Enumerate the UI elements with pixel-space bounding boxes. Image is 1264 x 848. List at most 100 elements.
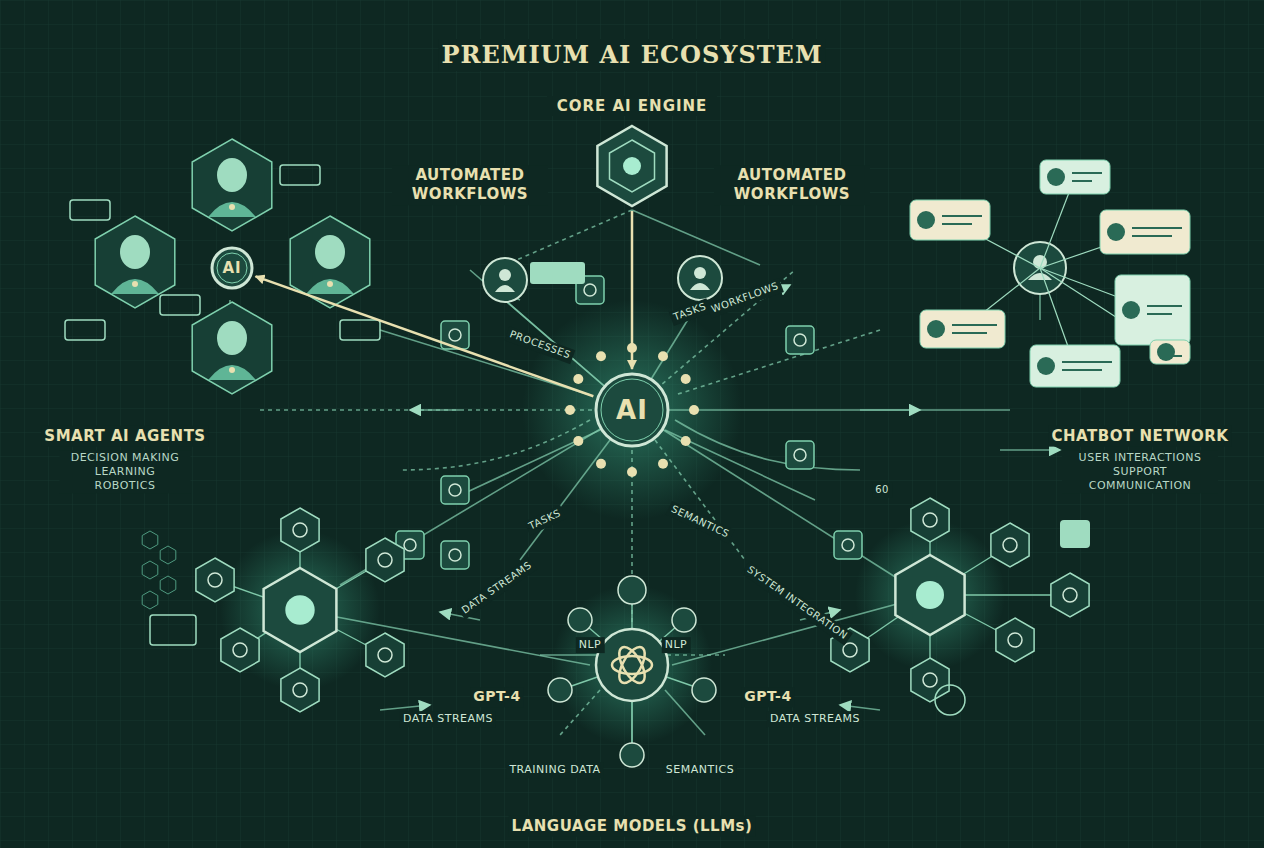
text-line bbox=[942, 223, 972, 225]
text-line bbox=[952, 332, 987, 334]
flow-arrow bbox=[410, 409, 460, 411]
icon-glyph bbox=[794, 334, 806, 346]
hex-texture bbox=[160, 546, 176, 564]
avatar bbox=[927, 320, 945, 338]
flow-label: TASKS bbox=[669, 298, 711, 325]
hex-node bbox=[221, 628, 259, 672]
section-heading: LANGUAGE MODELS (LLMs) bbox=[509, 816, 756, 837]
text-line bbox=[1062, 361, 1112, 363]
node-dot bbox=[596, 459, 606, 469]
hex-core bbox=[916, 581, 944, 609]
hexagon-outline bbox=[587, 124, 677, 208]
flow-lines bbox=[230, 210, 1060, 745]
section-heading: CHATBOT NETWORK bbox=[1049, 426, 1232, 447]
text-line bbox=[1147, 313, 1172, 315]
circle-outline bbox=[601, 379, 663, 441]
flow-line bbox=[260, 409, 632, 411]
hex-icon bbox=[843, 643, 857, 657]
hex-icon bbox=[293, 683, 307, 697]
robot-head bbox=[217, 158, 247, 192]
hexagon-outline bbox=[597, 126, 666, 206]
robot-light bbox=[229, 204, 235, 210]
icon-glyph bbox=[449, 329, 461, 341]
hex-texture bbox=[160, 576, 176, 594]
hex-hub bbox=[264, 568, 337, 652]
flow-arrow bbox=[840, 705, 880, 710]
hex-texture bbox=[142, 531, 158, 549]
llm-node bbox=[548, 678, 572, 702]
ai-hub-circle: AI bbox=[210, 246, 254, 290]
diagram-title: PREMIUM AI ECOSYSTEM bbox=[439, 39, 826, 71]
avatar bbox=[1107, 223, 1125, 241]
llm-logo bbox=[614, 643, 650, 687]
node-dot bbox=[658, 351, 668, 361]
text-line bbox=[1132, 227, 1182, 229]
agent-frame bbox=[192, 302, 272, 394]
flow-line bbox=[655, 440, 745, 560]
flow-label: DATA STREAMS bbox=[457, 557, 538, 620]
robot-body bbox=[208, 365, 256, 380]
node-dot bbox=[627, 467, 637, 477]
hex-node bbox=[911, 658, 949, 702]
flow-label: NLP bbox=[662, 637, 691, 653]
user-body bbox=[495, 285, 515, 292]
hex-node bbox=[996, 618, 1034, 662]
hex-texture bbox=[142, 591, 158, 609]
section-heading: GPT-4 bbox=[741, 687, 794, 707]
hex-glow bbox=[220, 530, 380, 690]
chat-bubble bbox=[910, 200, 990, 240]
icon-tile bbox=[834, 531, 862, 559]
text-line bbox=[1072, 180, 1092, 182]
llm-hub bbox=[596, 629, 668, 701]
node-text: CORE AI ENGINE bbox=[547, 96, 718, 116]
screen-icon bbox=[340, 320, 380, 340]
hex-texture bbox=[142, 561, 158, 579]
hex-icon bbox=[1063, 588, 1077, 602]
hex-icon bbox=[378, 648, 392, 662]
agent-frame bbox=[95, 216, 175, 308]
flow-line bbox=[380, 330, 590, 395]
flow-line bbox=[675, 420, 860, 470]
user-head bbox=[694, 267, 706, 279]
section-heading: AUTOMATED WORKFLOWS bbox=[714, 165, 870, 205]
hex-icon bbox=[208, 573, 222, 587]
ai-hub-circle: AI bbox=[594, 372, 670, 448]
flow-line bbox=[450, 430, 600, 500]
node-dot bbox=[689, 405, 699, 415]
llm-logo bbox=[614, 643, 650, 687]
connector-arrow bbox=[631, 211, 634, 369]
hex-node bbox=[281, 508, 319, 552]
icon-glyph bbox=[449, 484, 461, 496]
text-line bbox=[952, 324, 997, 326]
robot-light bbox=[327, 281, 333, 287]
chat-bubble bbox=[1100, 210, 1190, 254]
node-text: AI bbox=[222, 259, 241, 277]
icon-tile bbox=[441, 541, 469, 569]
avatar bbox=[1157, 343, 1175, 361]
avatar bbox=[1122, 301, 1140, 319]
llm-node bbox=[618, 576, 646, 604]
hex-icon bbox=[378, 553, 392, 567]
connector-arrow bbox=[256, 276, 594, 396]
flow-label: USER INTERACTIONS SUPPORT COMMUNICATION bbox=[1062, 450, 1218, 493]
text-line bbox=[1062, 369, 1102, 371]
flow-line bbox=[300, 610, 590, 665]
flow-arrow bbox=[380, 705, 430, 710]
user-body bbox=[690, 283, 710, 290]
robot-body bbox=[111, 279, 159, 294]
flow-label: SEMANTICS bbox=[663, 762, 737, 778]
icon-glyph bbox=[842, 539, 854, 551]
chart-icon bbox=[935, 685, 965, 715]
flow-label: DATA STREAMS bbox=[400, 711, 496, 727]
flow-line bbox=[340, 410, 632, 585]
node-dot bbox=[681, 374, 691, 384]
card bbox=[530, 262, 585, 284]
node-dot bbox=[681, 436, 691, 446]
flow-label: 60 bbox=[872, 483, 892, 498]
user-head bbox=[499, 269, 511, 281]
screen-icon bbox=[160, 295, 200, 315]
robot-light bbox=[229, 367, 235, 373]
circle-outline bbox=[596, 374, 668, 446]
avatar bbox=[917, 211, 935, 229]
